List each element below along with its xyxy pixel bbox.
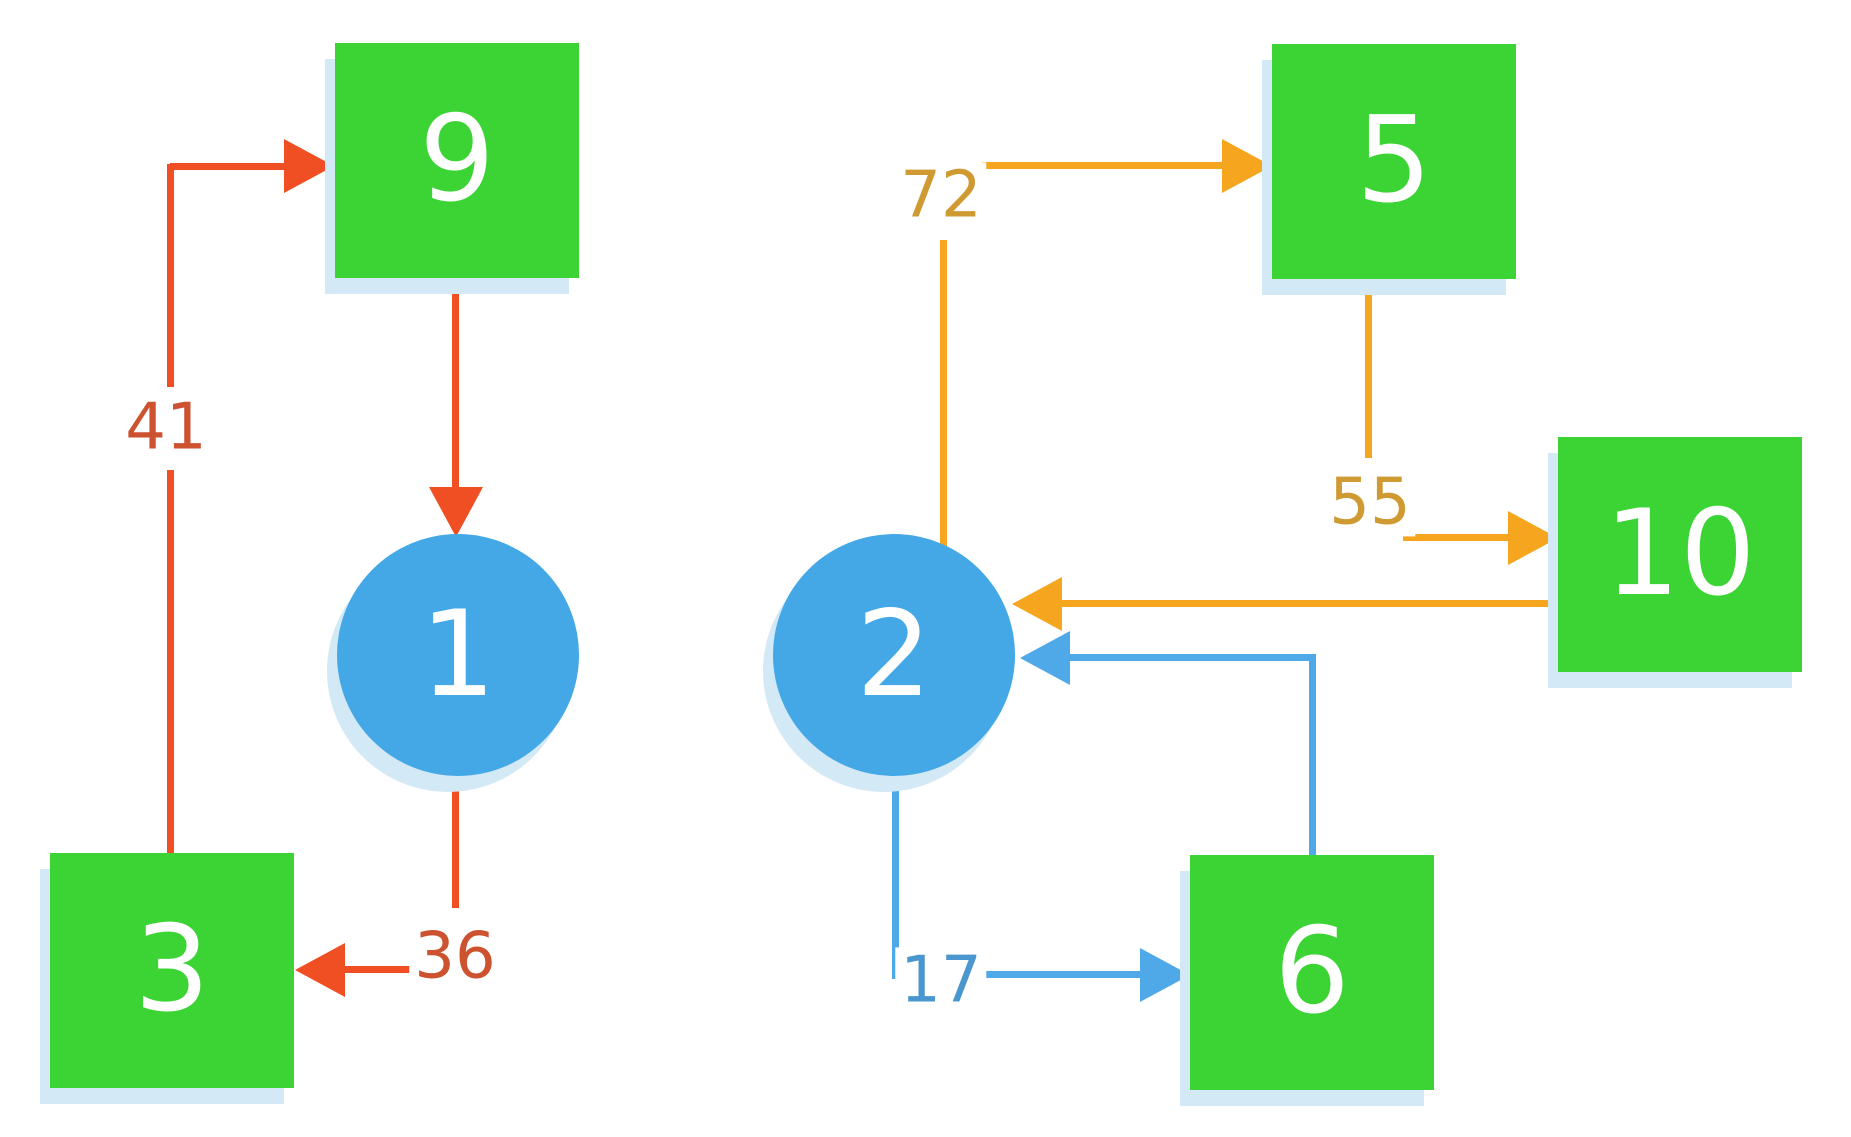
- edge-2-6-horizontal-line: [892, 971, 1140, 978]
- edge-2-6-arrowhead-right-icon: [1140, 948, 1190, 1002]
- edge-1-3-horizontal-line: [345, 966, 425, 973]
- edge-1-3-vertical-line: [452, 776, 459, 908]
- node-square-10: 10: [1558, 437, 1802, 672]
- edge-10-2-horizontal-line: [1062, 600, 1558, 607]
- edge-3-9-horizontal-line: [170, 163, 284, 170]
- edge-9-1-vertical-line: [452, 278, 459, 490]
- edge-2-5-weight-label: 72: [895, 162, 987, 230]
- edge-5-10-horizontal-line: [1403, 534, 1508, 541]
- edge-2-6-vertical-line: [892, 774, 899, 979]
- edge-2-5-arrowhead-right-icon: [1222, 139, 1272, 193]
- edge-3-9-weight-label: 41: [120, 394, 212, 462]
- edge-3-9-arrowhead-right-icon: [284, 139, 334, 193]
- node-square-3: 3: [50, 853, 294, 1088]
- node-10-label: 10: [1604, 485, 1756, 623]
- edge-2-6-weight-label: 17: [895, 947, 987, 1015]
- edge-6-2-horizontal-line: [1070, 654, 1316, 661]
- edge-3-9-vertical-line-lower: [167, 470, 174, 853]
- edge-10-2-arrowhead-left-icon: [1012, 577, 1062, 631]
- node-square-5: 5: [1272, 44, 1516, 279]
- edge-2-5-vertical-line: [940, 240, 947, 547]
- edge-1-3-weight-label: 36: [409, 923, 501, 991]
- edge-2-5-horizontal-line: [982, 162, 1222, 169]
- node-1-label: 1: [420, 585, 496, 724]
- edge-3-9-vertical-line-upper: [167, 164, 174, 387]
- node-2-label: 2: [856, 585, 932, 724]
- edge-1-3-arrowhead-left-icon: [295, 943, 345, 997]
- edge-5-10-weight-label: 55: [1324, 469, 1416, 537]
- node-5-label: 5: [1356, 92, 1432, 230]
- node-circle-1: 1: [337, 534, 579, 776]
- node-6-label: 6: [1274, 903, 1350, 1041]
- node-square-9: 9: [335, 43, 579, 278]
- edge-9-1-arrowhead-down-icon: [429, 487, 483, 537]
- edge-5-10-arrowhead-right-icon: [1508, 511, 1558, 565]
- node-9-label: 9: [419, 91, 495, 229]
- edge-6-2-arrowhead-left-icon: [1020, 631, 1070, 685]
- node-circle-2: 2: [773, 534, 1015, 776]
- edge-5-10-vertical-line: [1365, 279, 1372, 458]
- node-square-6: 6: [1190, 855, 1434, 1090]
- node-3-label: 3: [134, 901, 210, 1039]
- edge-6-2-vertical-line: [1309, 658, 1316, 855]
